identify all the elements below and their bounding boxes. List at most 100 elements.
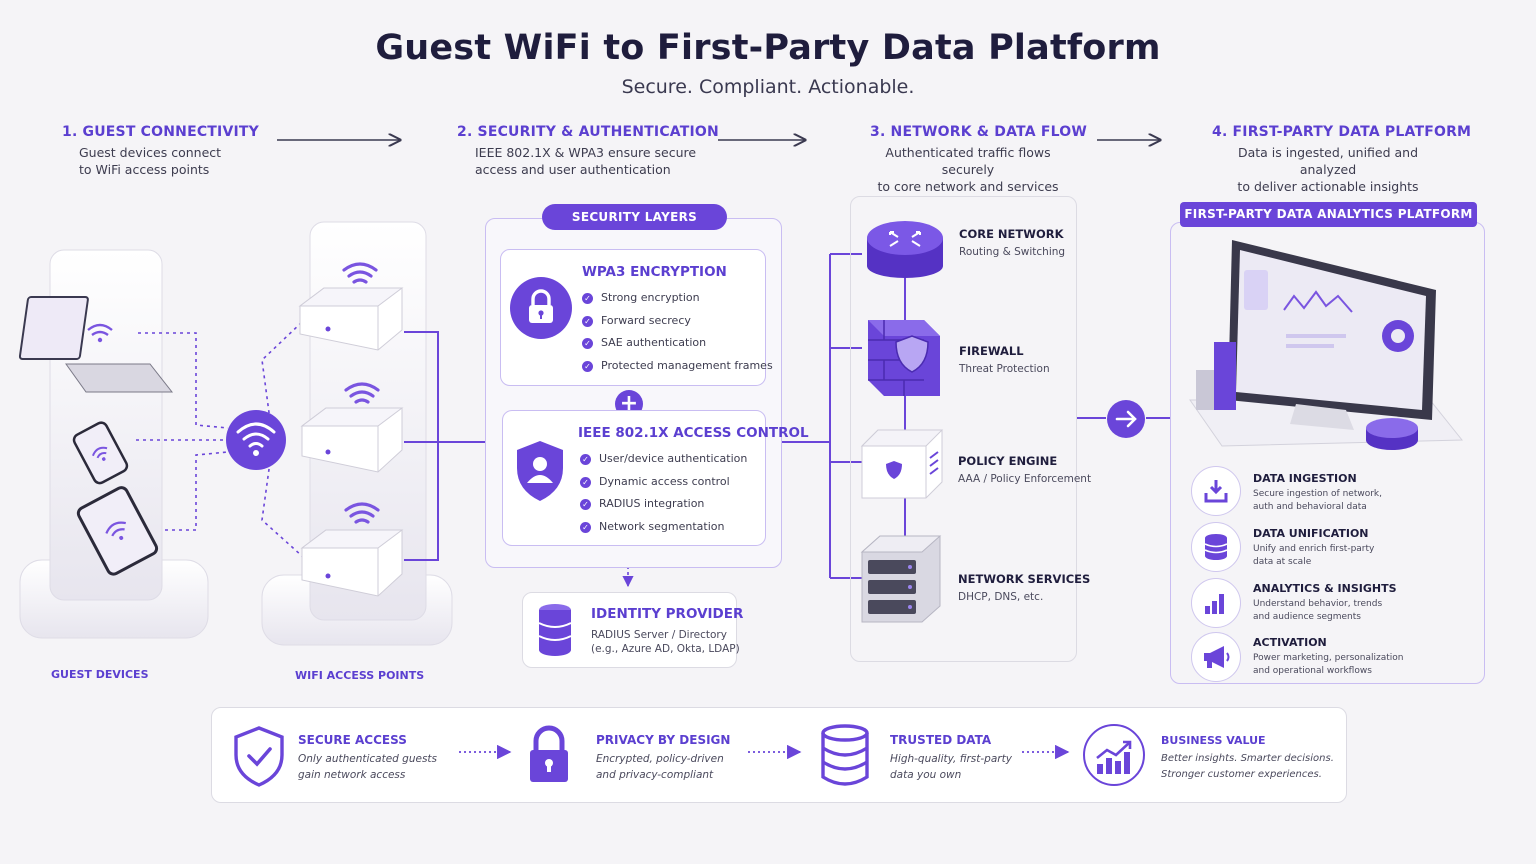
data-unification-icon <box>1191 522 1241 572</box>
feature-item: User/device authentication <box>580 448 747 471</box>
benefit-desc: Only authenticated guests gain network ac… <box>298 751 437 783</box>
megaphone-icon <box>1191 632 1241 682</box>
feature-item: RADIUS integration <box>580 493 747 516</box>
benefit-desc-line: gain network access <box>298 769 406 781</box>
benefit-desc: Better insights. Smarter decisions. Stron… <box>1161 751 1334 783</box>
benefits-bar <box>211 707 1347 803</box>
router-icon <box>867 221 943 278</box>
feature-activation: ACTIVATION Power marketing, personalizat… <box>1253 636 1404 677</box>
database-outline-icon <box>818 724 872 792</box>
step-desc: Authenticated traffic flows securely to … <box>870 144 1066 195</box>
feature-data-ingestion: DATA INGESTION Secure ingestion of netwo… <box>1253 472 1382 513</box>
step-network-data-flow: 3. NETWORK & DATA FLOW Authenticated tra… <box>870 124 1087 195</box>
benefit-title: TRUSTED DATA <box>890 733 992 747</box>
network-panel <box>850 196 1077 662</box>
step-heading: 1. GUEST CONNECTIVITY <box>62 124 260 140</box>
feature-desc-line: Secure ingestion of network, <box>1253 489 1382 499</box>
analytics-bar-chart-icon <box>1191 578 1241 628</box>
step-desc-line: to deliver actionable insights <box>1237 179 1419 194</box>
network-item-firewall: FIREWALL Threat Protection <box>959 344 1050 375</box>
step-desc-line: Authenticated traffic flows securely <box>885 145 1051 177</box>
benefit-secure-access: SECURE ACCESS Only authenticated guests g… <box>298 733 437 783</box>
feature-desc: Secure ingestion of network, auth and beh… <box>1253 488 1382 513</box>
identity-title: IDENTITY PROVIDER <box>591 606 744 622</box>
feature-desc-line: and operational workflows <box>1253 665 1372 676</box>
feature-item: Protected management frames <box>582 355 773 378</box>
step-security-authentication: 2. SECURITY & AUTHENTICATION IEEE 802.1X… <box>457 124 719 178</box>
padlock-icon <box>526 723 572 789</box>
benefit-desc-line: High-quality, first-party <box>890 753 1012 765</box>
step-desc: Data is ingested, unified and analyzed t… <box>1212 144 1444 195</box>
feature-item: SAE authentication <box>582 332 773 355</box>
network-item-desc: DHCP, DNS, etc. <box>958 591 1044 603</box>
feature-data-unification: DATA UNIFICATION Unify and enrich first-… <box>1253 527 1374 568</box>
server-rack-icon <box>860 535 942 623</box>
security-to-network-link <box>766 253 862 579</box>
identity-desc-line: RADIUS Server / Directory <box>591 629 727 641</box>
benefit-desc-line: Only authenticated guests <box>298 753 438 765</box>
device-links <box>136 321 303 557</box>
data-platform-pill: FIRST-PARTY DATA ANALYTICS PLATFORM <box>1180 202 1477 227</box>
step-desc-line: access and user authentication <box>475 162 671 177</box>
network-item-title: CORE NETWORK <box>959 227 1064 241</box>
step-desc-line: to WiFi access points <box>79 162 210 177</box>
wpa3-title: WPA3 ENCRYPTION <box>582 264 727 280</box>
feature-desc-line: data at scale <box>1253 556 1312 567</box>
user-shield-icon <box>514 439 566 507</box>
shield-check-icon <box>232 725 286 791</box>
feature-title: DATA INGESTION <box>1253 472 1357 485</box>
feature-item: Network segmentation <box>580 516 747 539</box>
data-ingestion-icon <box>1191 466 1241 516</box>
wifi-hub-icon <box>226 410 286 470</box>
identity-desc-line: (e.g., Azure AD, Okta, LDAP) <box>591 643 740 655</box>
ap-to-security-link <box>404 331 500 561</box>
benefit-desc-line: Stronger customer experiences. <box>1161 769 1322 780</box>
benefit-title: PRIVACY BY DESIGN <box>596 733 731 747</box>
network-item-core: CORE NETWORK Routing & Switching <box>959 227 1065 258</box>
benefit-desc-line: and privacy-compliant <box>596 769 714 781</box>
firewall-icon <box>868 320 940 396</box>
feature-desc: Unify and enrich first-party data at scal… <box>1253 543 1374 568</box>
benefit-title: SECURE ACCESS <box>298 733 407 747</box>
step-desc-line: IEEE 802.1X & WPA3 ensure secure <box>475 145 697 160</box>
feature-item: Dynamic access control <box>580 471 747 494</box>
benefit-desc: High-quality, first-party data you own <box>890 751 1012 783</box>
lock-icon <box>510 277 572 339</box>
benefit-business-value: BUSINESS VALUE Better insights. Smarter … <box>1161 734 1334 783</box>
benefit-title: BUSINESS VALUE <box>1161 734 1266 747</box>
feature-desc-line: and audience segments <box>1253 611 1361 622</box>
page-subtitle: Secure. Compliant. Actionable. <box>621 76 915 98</box>
benefit-desc-line: Better insights. Smarter decisions. <box>1161 753 1334 764</box>
feature-desc-line: Unify and enrich first-party <box>1253 544 1375 554</box>
analytics-dashboard-monitor <box>1189 240 1464 450</box>
network-item-policy: POLICY ENGINE AAA / Policy Enforcement <box>958 454 1091 485</box>
network-item-desc: Routing & Switching <box>959 246 1066 258</box>
feature-title: DATA UNIFICATION <box>1253 527 1369 540</box>
step-heading: 4. FIRST-PARTY DATA PLATFORM <box>1212 124 1472 140</box>
guest-devices-label: GUEST DEVICES <box>51 668 149 681</box>
ieee-title: IEEE 802.1X ACCESS CONTROL <box>578 425 809 441</box>
network-item-desc: Threat Protection <box>959 363 1050 375</box>
step-desc: IEEE 802.1X & WPA3 ensure secure access … <box>475 144 719 178</box>
feature-desc-line: auth and behavioral data <box>1253 501 1367 512</box>
feature-title: ANALYTICS & INSIGHTS <box>1253 582 1397 595</box>
identity-desc: RADIUS Server / Directory (e.g., Azure A… <box>591 628 740 656</box>
feature-analytics-insights: ANALYTICS & INSIGHTS Understand behavior… <box>1253 582 1397 623</box>
benefit-desc-line: Encrypted, policy-driven <box>596 753 724 765</box>
tablet-icon <box>76 486 159 576</box>
step-heading: 2. SECURITY & AUTHENTICATION <box>457 124 719 140</box>
benefit-desc-line: data you own <box>890 769 962 781</box>
growth-chart-icon <box>1083 724 1145 786</box>
smartphone-icon <box>72 421 129 485</box>
access-point-devices <box>298 262 404 597</box>
page-title: Guest WiFi to First-Party Data Platform <box>375 28 1161 68</box>
ieee-features: User/device authentication Dynamic acces… <box>580 448 747 538</box>
step-first-party-data-platform: 4. FIRST-PARTY DATA PLATFORM Data is ing… <box>1212 124 1472 195</box>
benefit-desc: Encrypted, policy-driven and privacy-comp… <box>596 751 730 783</box>
feature-title: ACTIVATION <box>1253 636 1327 649</box>
security-layers-pill: SECURITY LAYERS <box>542 204 727 230</box>
step-guest-connectivity: 1. GUEST CONNECTIVITY Guest devices conn… <box>62 124 259 178</box>
